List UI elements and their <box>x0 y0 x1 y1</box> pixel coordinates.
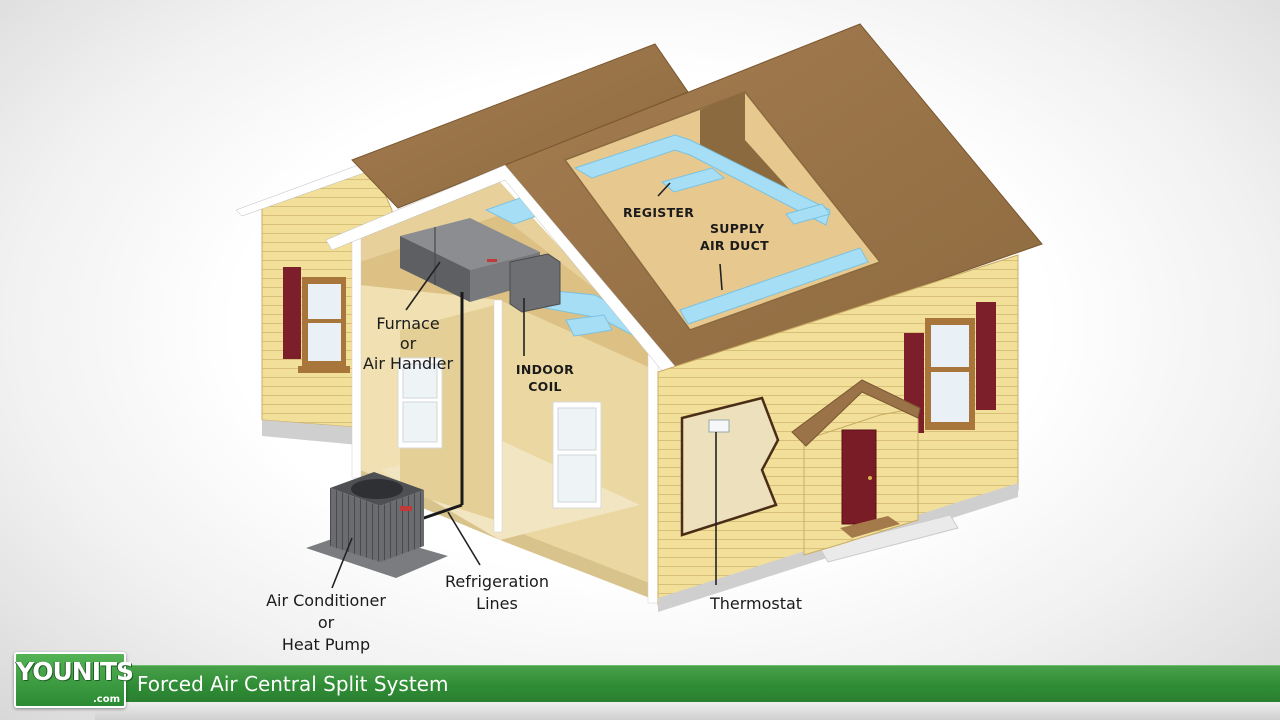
supply-air-duct <box>573 134 831 226</box>
label-indoor-coil-line1: INDOOR <box>516 362 574 377</box>
thermostat-device <box>708 419 730 433</box>
label-register: REGISTER <box>623 205 694 220</box>
thermostat-wall-cutaway <box>680 396 780 537</box>
lower-third-banner: Forced Air Central Split System YOUNITS … <box>0 652 1280 720</box>
younits-logo: YOUNITS .com <box>14 652 134 708</box>
label-thermostat: Thermostat <box>709 594 802 613</box>
diagram-labels: REGISTER SUPPLY AIR DUCT Furnace or Air … <box>266 205 802 654</box>
leader-lines <box>331 182 723 589</box>
label-indoor-coil-line2: COIL <box>528 379 562 394</box>
logo-suffix: .com <box>92 694 120 705</box>
front-porch <box>791 379 959 563</box>
label-refrigeration-line1: Refrigeration <box>445 572 549 591</box>
shutter-left-wing <box>283 267 301 359</box>
title-bar <box>95 665 1280 702</box>
porch-roof <box>791 379 921 447</box>
label-furnace-line2: or <box>400 334 417 353</box>
shutter-right-b <box>976 302 996 410</box>
label-air-conditioner-line3: Heat Pump <box>282 635 370 654</box>
label-furnace-line3: Air Handler <box>363 354 453 373</box>
label-air-conditioner-line1: Air Conditioner <box>266 591 386 610</box>
label-refrigeration-line2: Lines <box>476 594 518 613</box>
title-bar-shadow <box>95 702 1280 720</box>
label-furnace-line1: Furnace <box>376 314 439 333</box>
doormat <box>840 516 900 538</box>
label-air-conditioner-line2: or <box>318 613 335 632</box>
outdoor-condenser-unit <box>306 472 448 578</box>
label-supply-air-duct-line2: AIR DUCT <box>700 238 769 253</box>
label-supply-air-duct-line1: SUPPLY <box>710 221 765 236</box>
logo-wordmark: YOUNITS <box>16 657 134 686</box>
video-title: Forced Air Central Split System <box>137 672 449 696</box>
front-roof <box>325 23 1043 379</box>
